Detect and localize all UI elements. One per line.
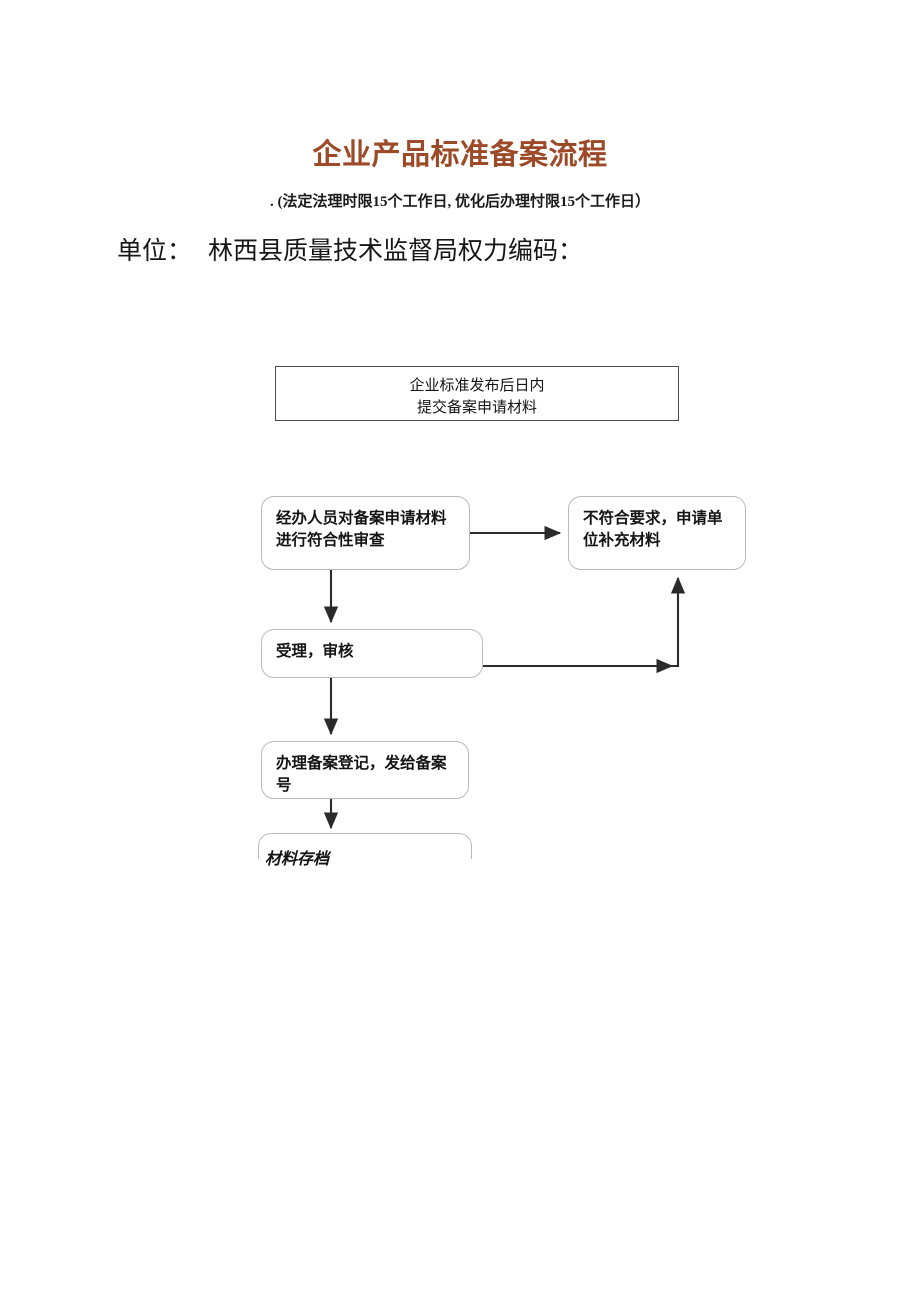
page-title: 企业产品标准备案流程 xyxy=(312,139,608,171)
flow-node-accept-line1: 受理，审核 xyxy=(276,643,354,660)
flow-node-archive-label: 材料存档 xyxy=(265,851,330,868)
flow-node-submit-line2: 提交备案申请材料 xyxy=(416,399,537,416)
flow-node-archive[interactable] xyxy=(258,833,472,859)
flow-node-submit-line1: 企业标准发布后日内 xyxy=(409,378,545,394)
flow-node-accept[interactable]: 受理，审核 xyxy=(261,629,483,678)
flow-node-review-line1: 经办人员对备案申请材料 xyxy=(276,510,447,527)
flow-node-reject-line1: 不符合要求，申请单 xyxy=(583,510,723,527)
page-subtitle: . (法定法理时限15个工作日, 优化后办理忖限15个工作日） xyxy=(270,194,650,210)
flow-node-register-line1: 办理备案登记，发给备案 xyxy=(276,755,447,772)
unit-line: 单位： 林西县质量技术监督局权力编码： xyxy=(117,231,583,267)
flow-node-reject[interactable]: 不符合要求，申请单 位补充材料 xyxy=(568,496,746,570)
flow-node-submit[interactable]: 企业标准发布后日内 提交备案申请材料 xyxy=(275,366,679,421)
flow-node-register-line2: 号 xyxy=(276,777,292,795)
flow-node-reject-line2: 位补充材料 xyxy=(583,532,661,550)
flow-node-register[interactable]: 办理备案登记，发给备案 号 xyxy=(261,741,469,799)
unit-value: 林西县质量技术监督局权力编码： xyxy=(208,238,584,265)
flow-node-review[interactable]: 经办人员对备案申请材料 进行符合性审查 xyxy=(261,496,470,570)
edge-accept-to-reject xyxy=(483,576,686,668)
unit-label: 单位： xyxy=(117,238,193,265)
flow-node-review-line2: 进行符合性审查 xyxy=(276,532,385,550)
